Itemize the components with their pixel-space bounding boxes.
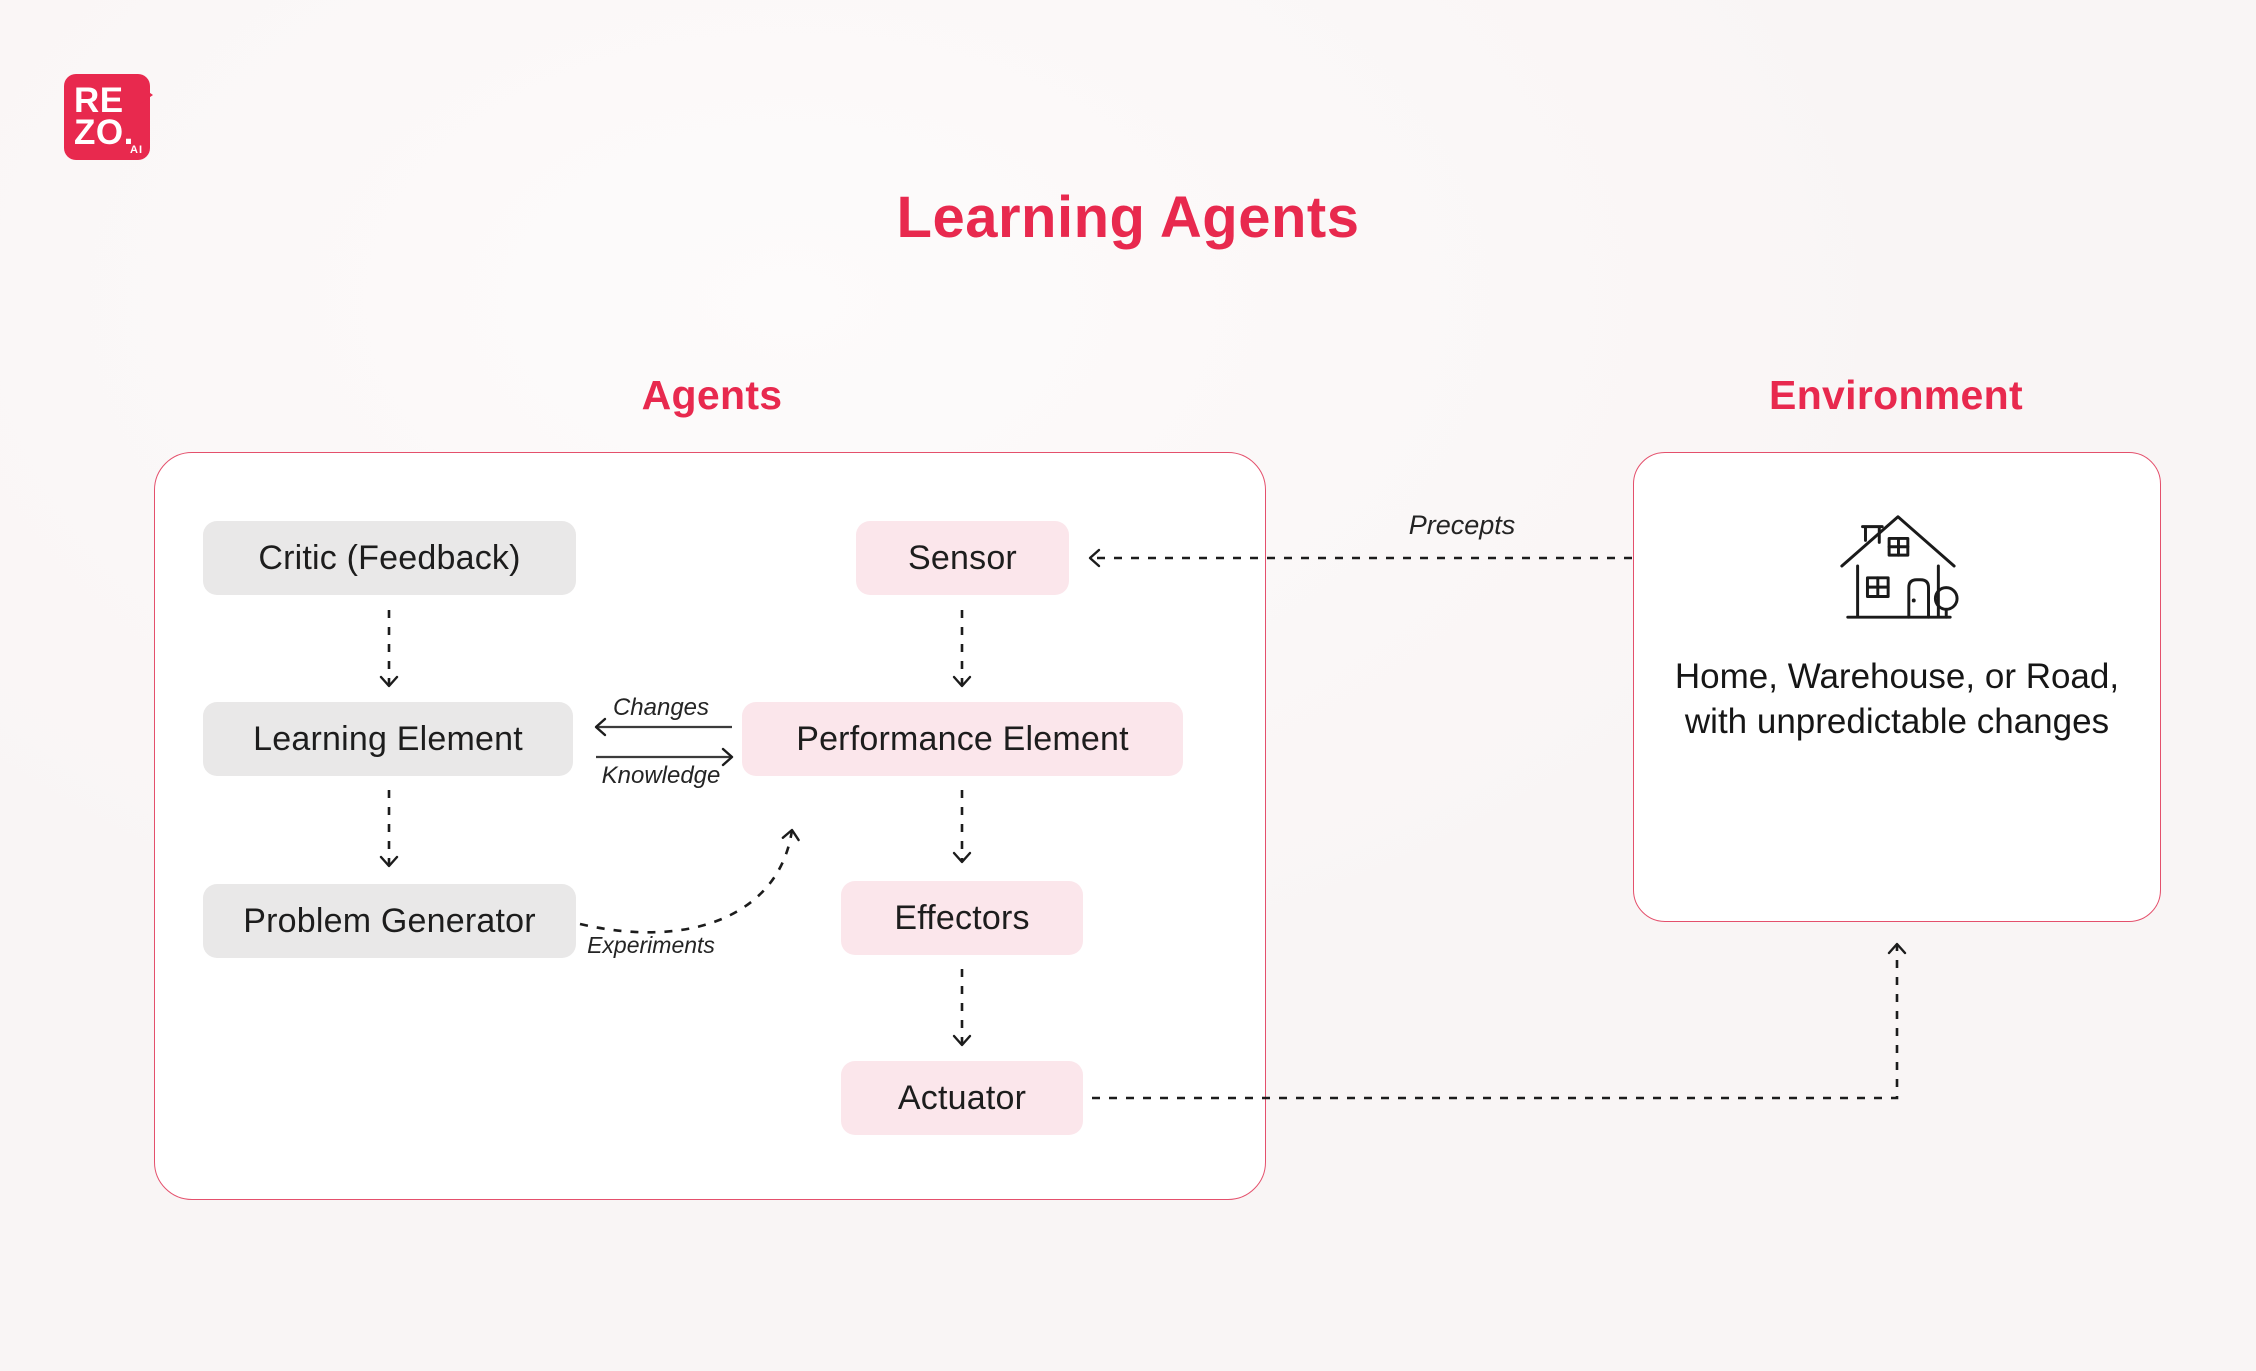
environment-section-label: Environment [1769,372,2023,418]
house-icon [1840,515,1959,619]
environment-container: Home, Warehouse, or Road, with unpredict… [1633,452,2161,922]
page-title: Learning Agents [896,185,1360,250]
node-learning-element: Learning Element [203,702,573,776]
node-sensor: Sensor [856,521,1069,595]
logo-line-1: RE [74,80,124,120]
edge-label-knowledge: Knowledge [601,762,721,789]
logo-suffix: AI [130,143,143,156]
edge-label-changes: Changes [612,694,710,721]
node-performance-element: Performance Element [742,702,1183,776]
node-problem-generator: Problem Generator [203,884,576,958]
node-critic-feedback: Critic (Feedback) [203,521,576,595]
node-effectors: Effectors [841,881,1083,955]
logo-line-2: ZO. [74,113,134,152]
environment-description: Home, Warehouse, or Road, with unpredict… [1674,657,2120,741]
agents-section-label: Agents [641,372,783,418]
edge-label-precepts: Precepts [1408,510,1516,540]
rezo-logo: RE ZO. AI [64,74,153,160]
node-actuator: Actuator [841,1061,1083,1135]
edge-label-experiments: Experiments [587,932,715,958]
